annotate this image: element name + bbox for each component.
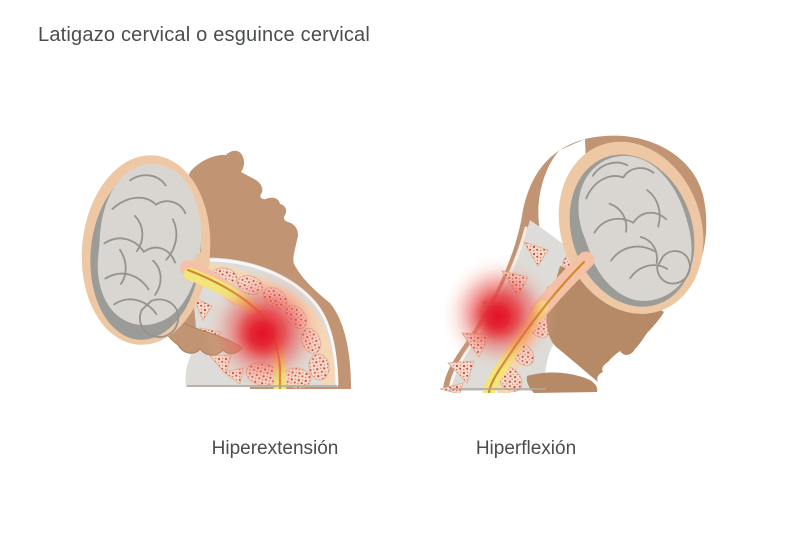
injury-glow (442, 256, 558, 372)
brain (578, 155, 692, 301)
brain-gyri (585, 161, 691, 285)
brain-gyri (103, 174, 187, 338)
label-hyperextension: Hiperextensión (211, 438, 339, 459)
chest-edge (526, 372, 598, 393)
face-profile (546, 266, 664, 382)
hyperflexion-figure (439, 135, 707, 393)
label-hyperflexion: Hiperflexión (475, 438, 577, 459)
injury-glow (203, 269, 327, 389)
skull (81, 155, 211, 345)
hyperextension-figure (81, 150, 351, 389)
brain (97, 163, 202, 326)
skull (558, 141, 704, 314)
page-title: Latigazo cervical o esguince cervical (38, 24, 371, 46)
